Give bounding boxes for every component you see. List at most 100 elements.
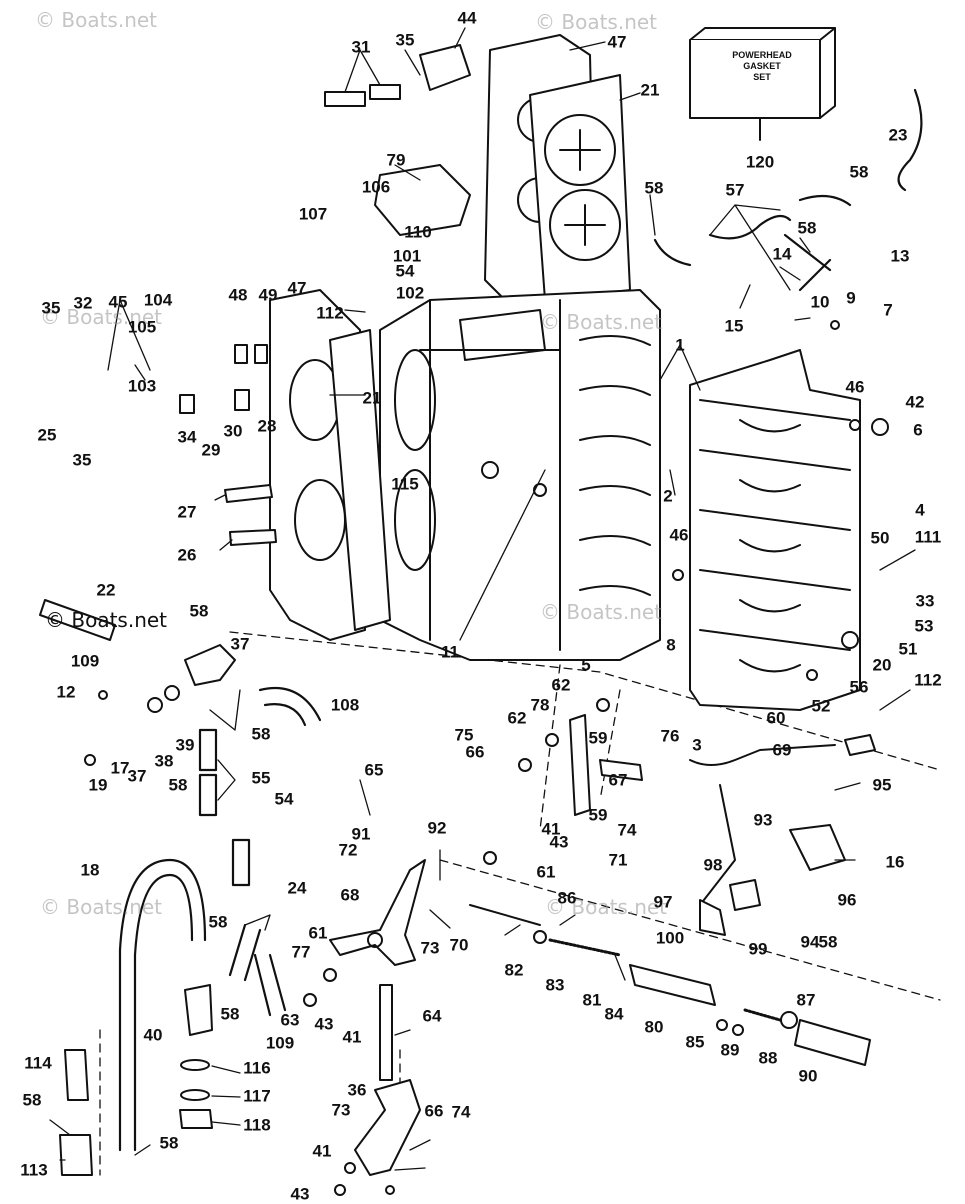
callout: 50 xyxy=(870,528,890,548)
callout: 83 xyxy=(545,975,565,995)
callout: 113 xyxy=(20,1160,48,1180)
spring-82 xyxy=(548,938,622,957)
bracket-37 xyxy=(184,644,236,686)
callout: 40 xyxy=(143,1025,163,1045)
callout: 59 xyxy=(588,805,608,825)
callout: 39 xyxy=(175,735,195,755)
hoses-lower-left xyxy=(118,686,322,1152)
callout: 112 xyxy=(914,670,942,690)
callout: 55 xyxy=(251,768,271,788)
callout: 104 xyxy=(143,290,173,310)
callout: 64 xyxy=(422,1006,442,1026)
callout: 66 xyxy=(465,742,485,762)
hoses-upper-right xyxy=(653,88,923,292)
watermark: © Boats.net xyxy=(545,895,668,919)
watermark: © Boats.net xyxy=(540,310,663,334)
callout: 103 xyxy=(127,376,157,396)
callout: 114 xyxy=(24,1053,52,1073)
cylinder-block xyxy=(379,289,661,661)
callout: 58 xyxy=(644,178,664,198)
callout: 43 xyxy=(549,832,569,852)
spring-88 xyxy=(743,1008,782,1022)
callout: 22 xyxy=(96,580,116,600)
callout: 62 xyxy=(551,675,571,695)
callout: 112 xyxy=(316,303,344,323)
callout: 106 xyxy=(361,177,391,197)
lever-69 xyxy=(329,859,426,966)
callout: 35 xyxy=(72,450,92,470)
callout: 46 xyxy=(845,377,865,397)
callout: 61 xyxy=(536,862,556,882)
watermark: © Boats.net xyxy=(40,895,163,919)
callout: 41 xyxy=(541,819,561,839)
callout: 35 xyxy=(395,30,415,50)
gasket-set-box xyxy=(689,27,836,141)
callout: 74 xyxy=(617,820,637,840)
callout: 110 xyxy=(404,222,432,242)
callout: 72 xyxy=(338,840,358,860)
callout: 88 xyxy=(758,1048,778,1068)
callout: 47 xyxy=(287,278,307,298)
callout: 20 xyxy=(872,655,892,675)
callout: 24 xyxy=(287,878,307,898)
callout: 107 xyxy=(298,204,328,224)
callout: 73 xyxy=(420,938,440,958)
callout: 15 xyxy=(724,316,744,336)
gasket-set-line: GASKET xyxy=(743,61,781,71)
callout: 61 xyxy=(308,923,328,943)
callout: 44 xyxy=(457,8,477,28)
callout: 51 xyxy=(898,639,918,659)
callout: 48 xyxy=(228,285,248,305)
callout: 116 xyxy=(243,1058,271,1078)
callout: 76 xyxy=(660,726,680,746)
callout: 108 xyxy=(330,695,360,715)
callout: 111 xyxy=(914,527,942,547)
cylinder-head-21-left xyxy=(329,329,391,631)
callout: 58 xyxy=(189,601,209,621)
callout: 9 xyxy=(846,288,856,308)
callout: 86 xyxy=(557,888,577,908)
callout: 33 xyxy=(915,591,935,611)
callout: 97 xyxy=(653,892,673,912)
callout: 12 xyxy=(56,682,76,702)
callout: 56 xyxy=(849,677,869,697)
callout: 26 xyxy=(177,545,197,565)
callout: 6 xyxy=(913,420,923,440)
callout: 7 xyxy=(883,300,893,320)
callout: 47 xyxy=(607,32,627,52)
callout: 65 xyxy=(364,760,384,780)
callout: 41 xyxy=(312,1141,332,1161)
watermark: © Boats.net xyxy=(535,10,658,34)
callout: 94 xyxy=(800,932,820,952)
small-fasteners xyxy=(84,320,889,1196)
shaft-81 xyxy=(629,964,716,1006)
callout: 58 xyxy=(22,1090,42,1110)
watermark: © Boats.net xyxy=(35,8,158,32)
callout: 78 xyxy=(530,695,550,715)
callout: 21 xyxy=(362,388,382,408)
callout: 13 xyxy=(890,246,910,266)
callout: 87 xyxy=(796,990,816,1010)
callout: 117 xyxy=(243,1086,271,1106)
callout: 42 xyxy=(905,392,925,412)
callout: 58 xyxy=(251,724,271,744)
gasket-80 xyxy=(374,164,471,236)
callout: 82 xyxy=(504,960,524,980)
callout: 10 xyxy=(810,292,830,312)
callout: 21 xyxy=(640,80,660,100)
fitting-stack xyxy=(179,984,213,1129)
crankcase xyxy=(689,349,861,711)
callout: 73 xyxy=(331,1100,351,1120)
shaft-91 xyxy=(794,1019,871,1066)
callout: 37 xyxy=(230,634,250,654)
callout: 54 xyxy=(274,789,294,809)
lever-36 xyxy=(354,1079,421,1176)
callout: 85 xyxy=(685,1032,705,1052)
leader-lines xyxy=(49,27,916,1171)
fitting-115-114 xyxy=(59,1049,93,1176)
callout: 80 xyxy=(644,1017,664,1037)
electrical-parts xyxy=(689,734,876,936)
callout: 81 xyxy=(582,990,602,1010)
callout: 66 xyxy=(424,1101,444,1121)
